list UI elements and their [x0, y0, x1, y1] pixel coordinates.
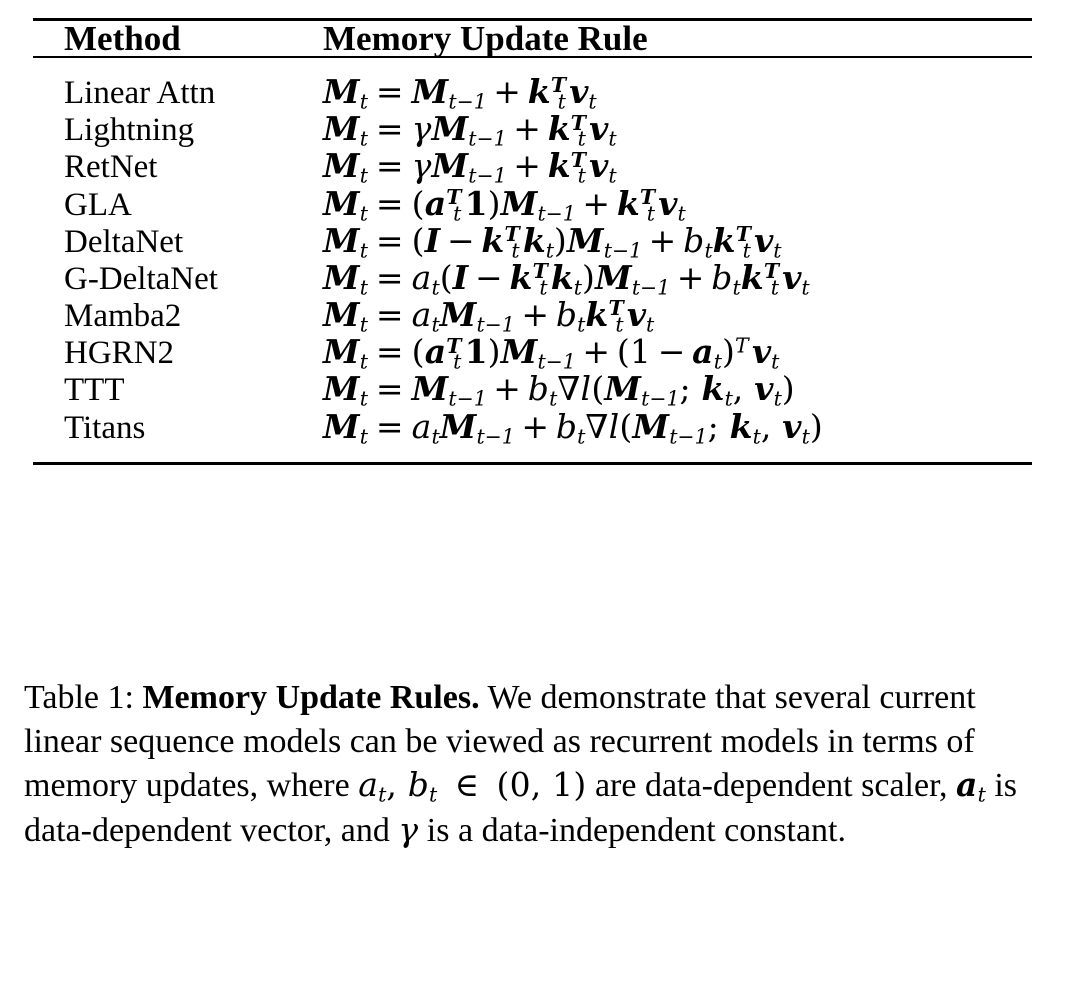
method-name-hgrn2: HGRN2: [64, 335, 175, 372]
method-name-ttt: TTT: [64, 372, 125, 409]
caption-body-1: We demonstrate that several current line…: [24, 679, 976, 805]
table-header-rule: [33, 56, 1032, 58]
method-name-gla: GLA: [64, 186, 132, 223]
method-name-linear-attn: Linear Attn: [64, 75, 216, 111]
caption-title: Memory Update Rules.: [142, 679, 480, 716]
table-header-row: Method Memory Update Rule: [33, 21, 1032, 56]
table-row: Mamba2 Mt=atMt−1+btkTtvt: [33, 298, 1032, 335]
rule-lightning: Mt=γMt−1+kTtvt: [323, 109, 617, 151]
table-row: G-DeltaNet Mt=at(I−kTtkt)Mt−1+btkTtvt: [33, 261, 1032, 298]
rule-mamba2: Mt=atMt−1+btkTtvt: [323, 295, 655, 337]
column-header-method: Method: [64, 19, 181, 58]
table-bottom-rule: [33, 461, 1032, 465]
method-name-g-deltanet: G-DeltaNet: [64, 260, 218, 297]
rule-g-deltanet: Mt=at(I−kTtkt)Mt−1+btkTtvt: [323, 257, 810, 300]
table-row: Linear Attn Mt=Mt−1+kTtvt: [33, 58, 1032, 112]
method-name-retnet: RetNet: [64, 149, 158, 186]
table-top-rule: [33, 18, 1032, 21]
table-row: TTT Mt=Mt−1+bt∇l(Mt−1; kt, vt): [33, 372, 1032, 409]
caption-math-constant: γ: [398, 809, 419, 849]
caption-math-scalars: at, bt ∈ (0, 1): [358, 765, 587, 808]
table-row: HGRN2 Mt=(aTt1)Mt−1+(1−at)Tvt: [33, 335, 1032, 372]
caption-body-2: are data-dependent scaler,: [594, 767, 948, 805]
table-row: DeltaNet Mt=(I−kTtkt)Mt−1+btkTtvt: [33, 224, 1032, 261]
method-name-mamba2: Mamba2: [64, 298, 182, 335]
table-row: Titans Mt=atMt−1+bt∇l(Mt−1; kt, vt): [33, 410, 1032, 462]
caption-label: Table 1:: [24, 679, 134, 716]
table-body: Linear Attn Mt=Mt−1+kTtvt Lightning Mt=γ…: [33, 58, 1032, 462]
table-row: RetNet Mt=γMt−1+kTtvt: [33, 149, 1032, 186]
method-name-deltanet: DeltaNet: [64, 223, 184, 260]
table-row: Lightning Mt=γMt−1+kTtvt: [33, 112, 1032, 149]
method-name-titans: Titans: [64, 409, 146, 446]
table: Method Memory Update Rule: [33, 21, 1032, 56]
table-row: GLA Mt=(aTt1)Mt−1+kTtvt: [33, 187, 1032, 224]
rule-titans: Mt=atMt−1+bt∇l(Mt−1; kt, vt): [323, 406, 823, 449]
rule-hgrn2: Mt=(aTt1)Mt−1+(1−at)Tvt: [323, 332, 780, 374]
rule-gla: Mt=(aTt1)Mt−1+kTtvt: [323, 183, 686, 226]
method-name-lightning: Lightning: [64, 112, 195, 149]
caption-body-4: is a data-independent constant.: [426, 811, 846, 849]
rule-linear-attn: Mt=Mt−1+kTtvt: [323, 72, 597, 114]
caption-body-3: is data-dependent vector, and: [24, 767, 1018, 849]
rule-retnet: Mt=γMt−1+kTtvt: [323, 146, 617, 189]
rule-ttt: Mt=Mt−1+bt∇l(Mt−1; kt, vt): [323, 369, 795, 412]
caption-math-vector: at: [956, 765, 986, 808]
memory-update-rules-table: Method Memory Update Rule Linear Attn Mt…: [33, 18, 1032, 465]
column-header-memory-update-rule: Memory Update Rule: [323, 19, 648, 58]
table-caption: Table 1: Memory Update Rules. We demonst…: [24, 676, 1054, 853]
rule-deltanet: Mt=(I−kTtkt)Mt−1+btkTtvt: [323, 220, 782, 263]
